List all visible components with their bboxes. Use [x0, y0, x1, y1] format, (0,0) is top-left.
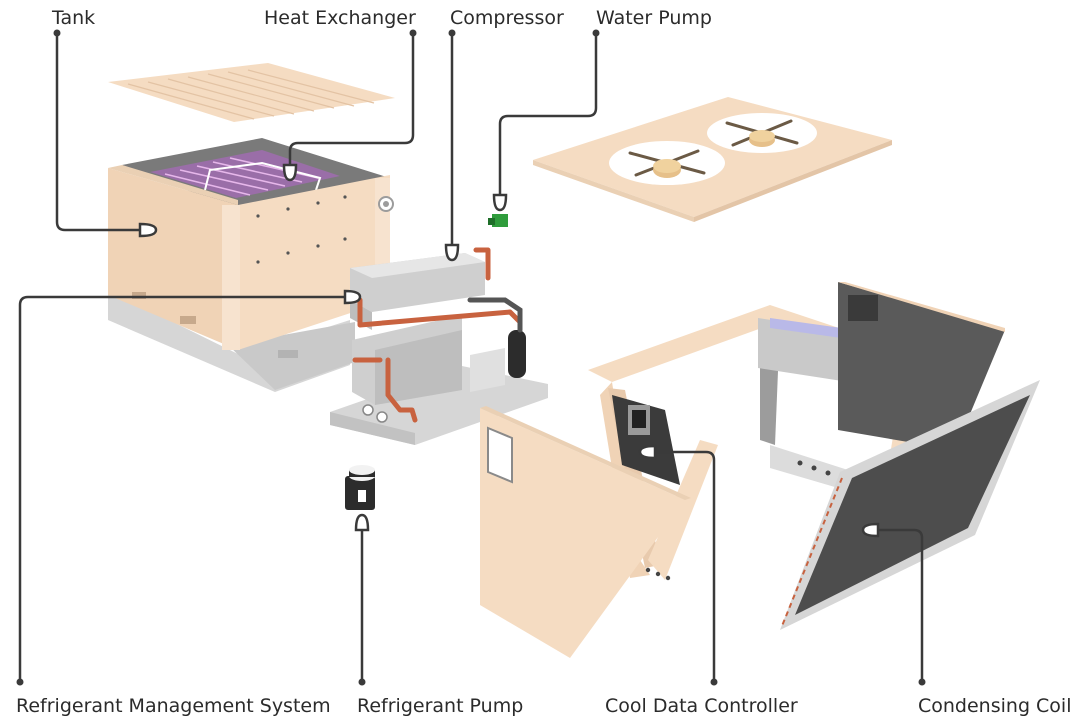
leader-refrigerant-pump — [354, 513, 370, 686]
refrigerant-management-system — [330, 247, 548, 445]
label-condensing-coil: Condensing Coil — [918, 695, 1072, 717]
refrigerant-pump — [345, 465, 375, 510]
label-heat-exchanger: Heat Exchanger — [264, 7, 416, 29]
tank — [108, 138, 394, 392]
fan-top-panel — [533, 97, 892, 222]
label-water-pump: Water Pump — [596, 7, 712, 29]
leader-tank — [53, 29, 158, 238]
label-refrigerant-management-system: Refrigerant Management System — [16, 695, 331, 717]
label-compressor: Compressor — [450, 7, 564, 29]
leader-water-pump — [492, 29, 600, 212]
front-door-panel — [480, 406, 691, 658]
label-refrigerant-pump: Refrigerant Pump — [357, 695, 523, 717]
water-pump — [488, 214, 508, 227]
label-tank: Tank — [51, 7, 95, 29]
leader-refrigerant-management-system — [16, 289, 362, 686]
back-panel — [838, 282, 1005, 450]
cool-data-controller — [612, 395, 680, 485]
tank-lid — [108, 63, 395, 122]
leader-cool-data-controller — [638, 444, 718, 686]
label-cool-data-controller: Cool Data Controller — [605, 695, 798, 717]
leader-condensing-coil — [861, 522, 926, 686]
condensing-coil — [780, 380, 1040, 630]
leader-compressor — [444, 29, 460, 262]
leader-heat-exchanger — [282, 29, 417, 182]
